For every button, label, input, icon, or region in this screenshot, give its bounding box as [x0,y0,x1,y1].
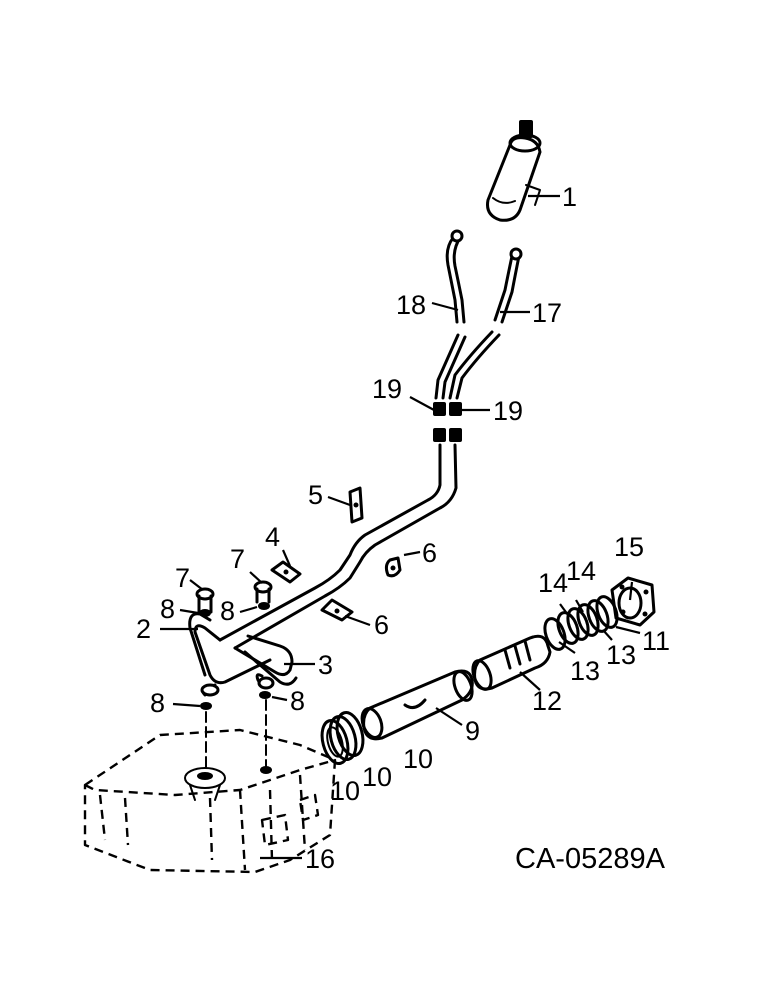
center-lines [205,699,267,771]
callout-17: 17 [532,298,562,328]
part-5-clip [348,486,364,524]
callout-16: 16 [305,844,335,874]
callout-14-left: 14 [538,568,568,598]
part-7-bolt-left [195,587,215,614]
callout-13-right: 13 [606,640,636,670]
part-8-washer-lower-left [200,702,212,710]
callout-4: 4 [265,522,280,552]
part-17-tube [448,247,523,400]
callout-6-lower: 6 [374,610,389,640]
callout-10-right: 10 [403,744,433,774]
callout-13-left: 13 [570,656,600,686]
callout-8-lower-left: 8 [150,688,165,718]
callout-18: 18 [396,290,426,320]
part-15-flange [610,576,656,627]
part-6-clip-upper [384,556,402,578]
callout-5: 5 [308,480,323,510]
callout-11: 11 [642,626,670,656]
callout-9: 9 [465,716,480,746]
callout-19-left: 19 [372,374,402,404]
part-8-washer-lower-right [259,691,271,699]
part-13-ring-left [543,617,567,651]
callout-10-middle: 10 [362,762,392,792]
drawing-code: CA-05289A [515,843,666,875]
part-6-clip-lower [320,598,354,622]
part-8-washer-right [258,602,270,610]
part-3-loop-tube [233,634,298,690]
callout-10-left: 10 [330,776,360,806]
part-18-tube [434,229,467,400]
main-tube-run [218,443,458,650]
callout-8-lower-right: 8 [290,686,305,716]
part-14-rings [556,603,600,645]
callout-2: 2 [136,614,151,644]
part-1-canister [486,120,542,222]
callout-8-upper-left: 8 [160,594,175,624]
callout-3: 3 [318,650,333,680]
callout-15: 15 [614,532,644,562]
callout-7-left: 7 [175,563,190,593]
callouts: 1 18 17 19 19 5 4 6 6 7 7 8 8 2 3 8 8 9 … [136,182,670,875]
part-12-spool [471,634,552,691]
callout-19-right: 19 [493,396,523,426]
leader-lines [160,194,641,860]
part-16-housing [83,728,337,874]
callout-14-right: 14 [566,556,596,586]
part-10-rings [320,711,365,765]
part-19-fittings [433,402,462,442]
part-8-washer-left [199,609,211,617]
callout-8-upper-right: 8 [220,596,235,626]
callout-6-upper: 6 [422,538,437,568]
part-9-sleeve [360,669,474,741]
callout-1: 1 [562,182,577,212]
callout-7-right: 7 [230,544,245,574]
part-4-clip [270,560,302,584]
callout-12: 12 [532,686,562,716]
part-7-bolt-right [253,580,273,604]
